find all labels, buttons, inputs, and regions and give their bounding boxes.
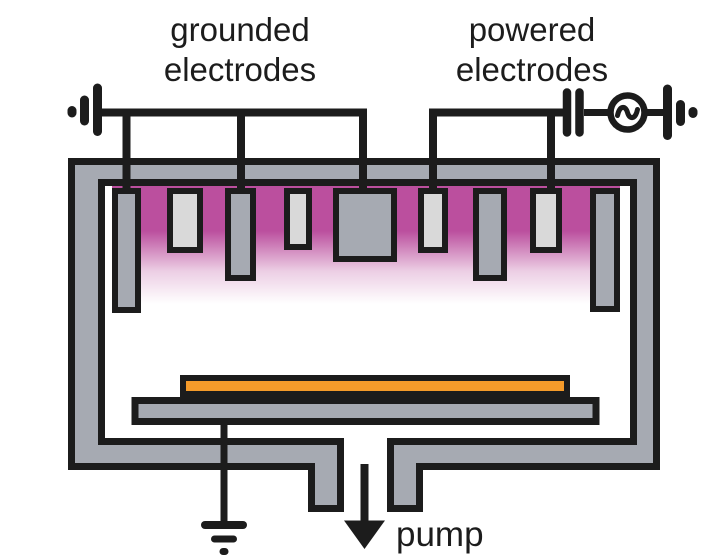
electrode-floating-2 [284,188,312,250]
grounded-label-line2: electrodes [163,51,317,88]
electrode-floating-3 [473,188,507,281]
powered-bus-wire [429,108,563,191]
electrode-powered-1 [418,188,448,253]
electrode-powered-2 [530,188,562,253]
ground-symbol-right [663,84,698,140]
pump-arrow [344,464,385,549]
grounded-bus-wire [97,108,367,191]
powered-label-line1: powered [468,11,596,48]
capacitor-icon [562,88,584,137]
substrate-wafer [180,375,570,397]
chamber-wall [68,158,660,512]
pump-label: pump [396,515,484,554]
grounded-label-line1: grounded [170,11,310,48]
electrode-floating-1 [167,188,203,253]
electrode-grounded-3 [333,188,397,262]
electrode-floating-4 [590,188,620,312]
pump-arrow-head [344,520,385,549]
electrode-grounded-1 [112,188,141,313]
substrate-stage [131,397,600,425]
powered-label-line2: electrodes [455,51,609,88]
sine-wave-glyph [615,104,640,121]
ground-symbol-bottom [201,521,247,555]
ground-symbol-left [67,83,102,136]
ac-source-icon [584,92,663,133]
powered-electrodes-label: powered electrodes [421,10,643,90]
grounded-electrodes-label: grounded electrodes [130,10,350,90]
electrode-grounded-2 [225,188,256,281]
